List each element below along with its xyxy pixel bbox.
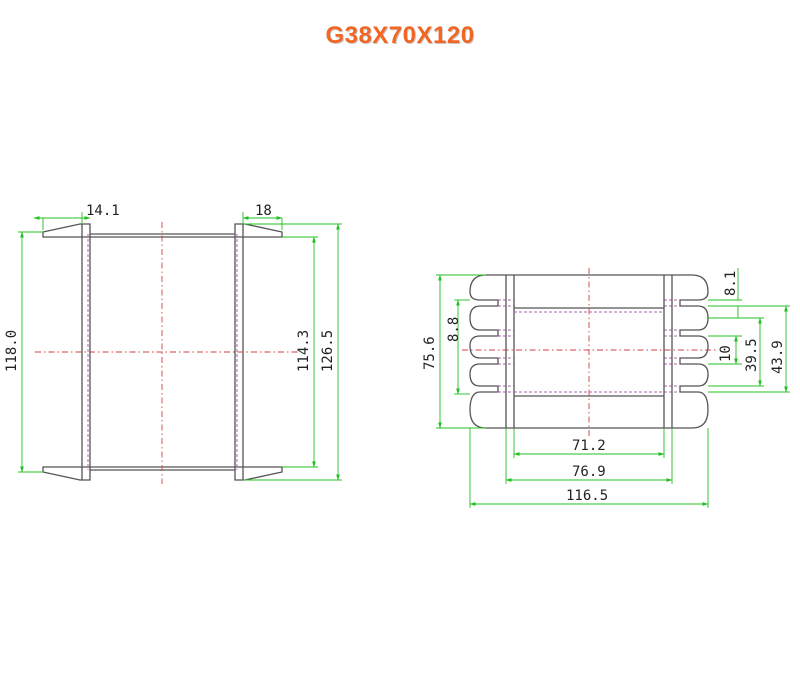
drawing-title: G38X70X120 bbox=[325, 22, 475, 49]
top-view: 75.6 8.8 8.1 10 39.5 43.9 71.2 bbox=[422, 268, 790, 508]
dim-side-height: 75.6 bbox=[422, 336, 438, 370]
dim-flange-left: 14.1 bbox=[86, 203, 120, 219]
dim-inner-width: 71.2 bbox=[572, 438, 606, 454]
dim-outer-height: 126.5 bbox=[320, 330, 336, 372]
dim-outer-span: 43.9 bbox=[770, 340, 786, 374]
top-view-outline bbox=[469, 274, 709, 429]
dim-core-width: 76.9 bbox=[572, 464, 606, 480]
bottom-flange bbox=[42, 466, 283, 481]
dim-top-slot: 8.1 bbox=[723, 271, 739, 296]
dim-flange-right: 18 bbox=[255, 203, 272, 219]
side-view: 14.1 18 118.0 114.3 126.5 bbox=[4, 203, 342, 484]
dim-slot-width: 10 bbox=[718, 345, 734, 362]
top-flange bbox=[42, 223, 283, 238]
dim-overall-width: 116.5 bbox=[566, 488, 608, 504]
dim-slot-pitch: 8.8 bbox=[446, 317, 462, 342]
dim-inner-height: 114.3 bbox=[296, 330, 312, 372]
dim-overall-height: 118.0 bbox=[4, 330, 20, 372]
dim-center-span: 39.5 bbox=[744, 338, 760, 372]
